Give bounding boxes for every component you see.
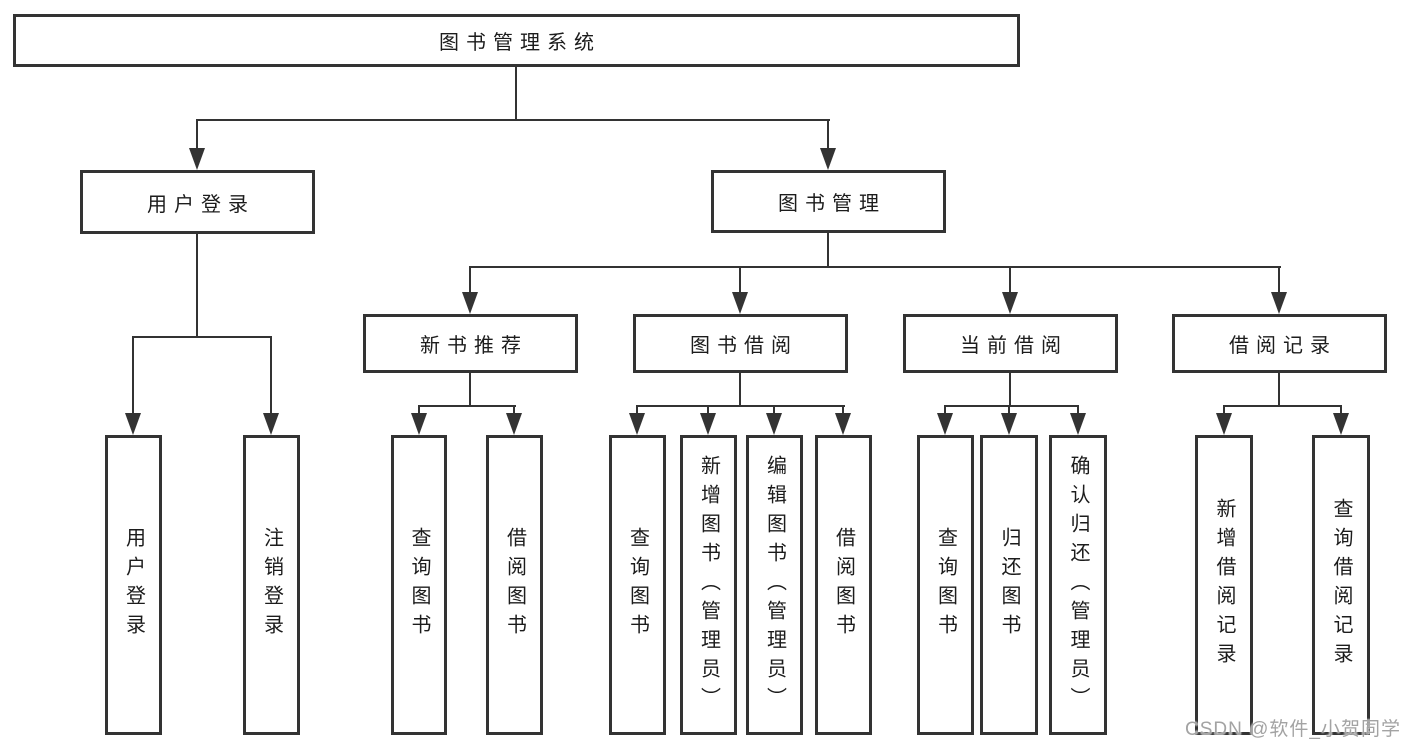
connector-drop-new-books <box>469 266 471 294</box>
connector-root-branch <box>196 119 830 121</box>
node-leaf-br-query-label: 查询借阅记录 <box>1330 498 1352 672</box>
connector-current-borrow-branch <box>944 405 1079 407</box>
node-leaf-cb-return-label: 归还图书 <box>998 527 1020 643</box>
arrow-down-icon <box>411 413 427 435</box>
node-leaf-user-login: 用户登录 <box>105 435 162 735</box>
node-book-mgmt: 图书管理 <box>711 170 946 233</box>
node-leaf-cb-query: 查询图书 <box>917 435 974 735</box>
node-user-login-label: 用户登录 <box>147 193 255 216</box>
arrow-down-icon <box>189 148 205 170</box>
node-leaf-nb-query-label: 查询图书 <box>408 527 430 643</box>
connector-drop-book-mgmt <box>827 119 829 150</box>
connector-drop-book-borrow <box>739 266 741 294</box>
connector-drop-bb-borrow <box>842 405 844 417</box>
node-leaf-bb-add-label: 新增图书（管理员） <box>697 454 720 716</box>
connector-drop-current-borrow <box>1009 266 1011 294</box>
arrow-down-icon <box>506 413 522 435</box>
connector-drop-cb-query <box>944 405 946 417</box>
node-leaf-nb-query: 查询图书 <box>391 435 447 735</box>
connector-book-borrow-branch <box>636 405 845 407</box>
node-leaf-logout: 注销登录 <box>243 435 300 735</box>
connector-root-stem <box>515 67 517 121</box>
connector-new-books-stem <box>469 373 471 407</box>
arrow-down-icon <box>125 413 141 435</box>
node-borrow-records: 借阅记录 <box>1172 314 1387 373</box>
node-leaf-bb-add: 新增图书（管理员） <box>680 435 737 735</box>
node-leaf-br-add: 新增借阅记录 <box>1195 435 1253 735</box>
node-leaf-nb-borrow-label: 借阅图书 <box>503 527 526 643</box>
arrow-down-icon <box>700 413 716 435</box>
node-leaf-cb-query-label: 查询图书 <box>934 527 957 643</box>
arrow-down-icon <box>937 413 953 435</box>
node-current-borrow-label: 当前借阅 <box>960 335 1068 357</box>
connector-book-mgmt-branch <box>469 266 1281 268</box>
arrow-down-icon <box>1001 413 1017 435</box>
connector-drop-user-login <box>196 119 198 150</box>
node-current-borrow: 当前借阅 <box>903 314 1118 373</box>
node-leaf-cb-confirm: 确认归还（管理员） <box>1049 435 1107 735</box>
watermark: CSDN @软件_小贺同学 <box>1185 719 1401 740</box>
connector-drop-leaf-logout <box>270 336 272 415</box>
arrow-down-icon <box>629 413 645 435</box>
node-leaf-nb-borrow: 借阅图书 <box>486 435 543 735</box>
arrow-down-icon <box>1002 292 1018 314</box>
connector-drop-borrow-records <box>1278 266 1280 294</box>
node-leaf-br-query: 查询借阅记录 <box>1312 435 1370 735</box>
connector-current-borrow-stem <box>1009 373 1011 407</box>
node-user-login: 用户登录 <box>80 170 315 234</box>
node-book-mgmt-label: 图书管理 <box>778 193 886 215</box>
node-leaf-bb-borrow: 借阅图书 <box>815 435 872 735</box>
node-new-books: 新书推荐 <box>363 314 578 373</box>
node-leaf-bb-query: 查询图书 <box>609 435 666 735</box>
connector-drop-cb-confirm <box>1077 405 1079 417</box>
node-root-label: 图书管理系统 <box>439 32 601 54</box>
connector-drop-leaf-user-login <box>132 336 134 415</box>
connector-drop-nb-borrow <box>513 405 515 417</box>
node-leaf-cb-return: 归还图书 <box>980 435 1038 735</box>
connector-drop-br-add <box>1223 405 1225 417</box>
connector-drop-cb-return <box>1008 405 1010 417</box>
node-leaf-logout-label: 注销登录 <box>260 527 283 643</box>
arrow-down-icon <box>462 292 478 314</box>
connector-user-login-stem <box>196 234 198 338</box>
node-leaf-user-login-label: 用户登录 <box>122 527 145 643</box>
arrow-down-icon <box>1070 413 1086 435</box>
arrow-down-icon <box>1271 292 1287 314</box>
node-borrow-records-label: 借阅记录 <box>1229 335 1337 357</box>
node-leaf-br-add-label: 新增借阅记录 <box>1213 498 1235 672</box>
node-new-books-label: 新书推荐 <box>420 335 528 357</box>
arrow-down-icon <box>1216 413 1232 435</box>
connector-book-borrow-stem <box>739 373 741 407</box>
connector-drop-bb-edit <box>773 405 775 417</box>
node-root: 图书管理系统 <box>13 14 1020 67</box>
node-leaf-cb-confirm-label: 确认归还（管理员） <box>1067 454 1089 716</box>
node-leaf-bb-edit-label: 编辑图书（管理员） <box>763 454 786 716</box>
connector-drop-br-query <box>1340 405 1342 417</box>
arrow-down-icon <box>820 148 836 170</box>
arrow-down-icon <box>732 292 748 314</box>
node-leaf-bb-borrow-label: 借阅图书 <box>832 527 855 643</box>
connector-drop-bb-add <box>707 405 709 417</box>
arrow-down-icon <box>1333 413 1349 435</box>
node-book-borrow: 图书借阅 <box>633 314 848 373</box>
connector-borrow-records-stem <box>1278 373 1280 407</box>
connector-borrow-records-branch <box>1223 405 1342 407</box>
connector-drop-bb-query <box>636 405 638 417</box>
node-leaf-bb-query-label: 查询图书 <box>626 527 649 643</box>
connector-book-mgmt-stem <box>827 233 829 268</box>
arrow-down-icon <box>835 413 851 435</box>
connector-user-login-branch <box>132 336 272 338</box>
arrow-down-icon <box>766 413 782 435</box>
node-leaf-bb-edit: 编辑图书（管理员） <box>746 435 803 735</box>
node-book-borrow-label: 图书借阅 <box>690 335 798 357</box>
arrow-down-icon <box>263 413 279 435</box>
connector-drop-nb-query <box>418 405 420 417</box>
connector-new-books-branch <box>418 405 516 407</box>
